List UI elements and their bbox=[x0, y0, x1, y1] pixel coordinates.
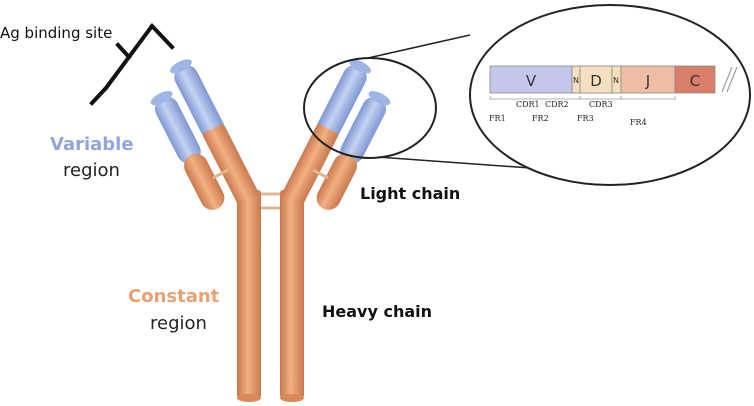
constant-region-label: region bbox=[150, 313, 207, 334]
segment-n2-label: N bbox=[613, 76, 619, 85]
fr3-label: FR3 bbox=[577, 114, 594, 123]
region-brackets bbox=[489, 96, 676, 100]
fr1-label: FR1 bbox=[489, 114, 506, 123]
zoom-circle-large bbox=[469, 4, 751, 186]
segment-j bbox=[620, 65, 676, 94]
ag-binding-site-bracket bbox=[89, 23, 175, 106]
cdr1-label: CDR1 bbox=[516, 100, 540, 109]
segment-d bbox=[579, 65, 613, 94]
break-mark-2 bbox=[726, 66, 738, 93]
zoom-line-bottom bbox=[377, 156, 531, 169]
light-heavy-bond-left bbox=[212, 168, 229, 180]
variable-label: Variable bbox=[50, 134, 134, 155]
segment-j-label: J bbox=[645, 72, 650, 90]
constant-label: Constant bbox=[128, 286, 220, 307]
segment-v-label: V bbox=[526, 72, 537, 90]
hinge-disulfide-bonds bbox=[261, 192, 280, 210]
segment-d-label: D bbox=[590, 72, 602, 90]
segment-n1-label: N bbox=[573, 76, 579, 85]
segment-v bbox=[489, 65, 573, 94]
heavy-chain-label: Heavy chain bbox=[322, 302, 433, 321]
gene-segment-bar: V N D N J C bbox=[489, 65, 738, 94]
zoom-line-top bbox=[367, 34, 471, 59]
break-mark-1 bbox=[721, 66, 733, 93]
heavy-chain-stem-right bbox=[280, 190, 304, 402]
variable-region-label: region bbox=[63, 160, 120, 181]
heavy-chain-arm-left bbox=[169, 59, 259, 205]
region-labels: CDR1 CDR2 CDR3 FR1 FR2 FR3 FR4 bbox=[489, 100, 647, 127]
heavy-chain-stem-left bbox=[237, 190, 261, 402]
light-chain-left bbox=[150, 91, 225, 210]
light-chain-right bbox=[316, 91, 391, 210]
segment-c bbox=[674, 65, 716, 94]
light-chain-label: Light chain bbox=[360, 184, 461, 203]
cdr3-label: CDR3 bbox=[589, 100, 613, 109]
segment-c-label: C bbox=[690, 72, 700, 90]
cdr2-label: CDR2 bbox=[545, 100, 569, 109]
light-heavy-bond-right bbox=[312, 168, 329, 180]
fr4-label: FR4 bbox=[630, 118, 647, 127]
fr2-label: FR2 bbox=[532, 114, 549, 123]
ag-binding-site-label: Ag binding site bbox=[0, 24, 113, 42]
